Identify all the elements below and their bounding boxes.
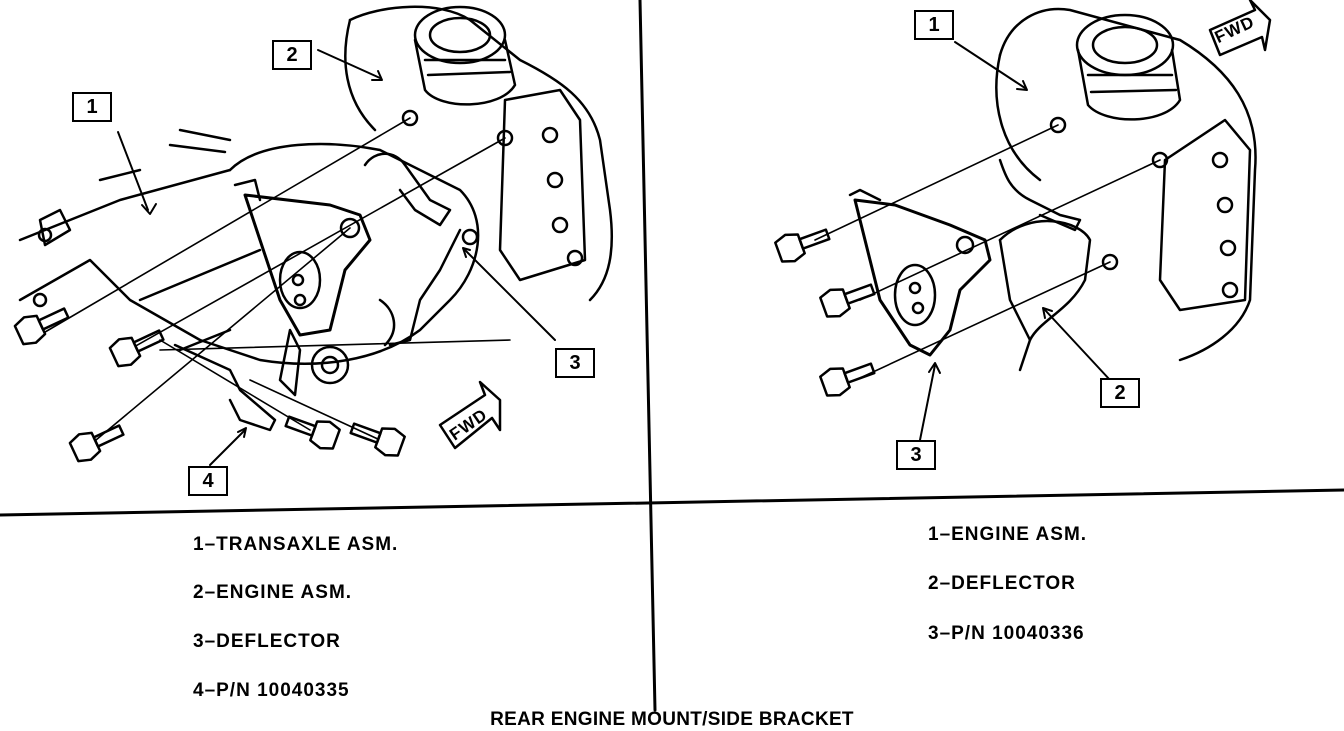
- right-callout-3: 3: [896, 440, 936, 470]
- left-engine-drawing: [18, 5, 614, 446]
- left-legend-item-2: 2–ENGINE ASM.: [193, 582, 353, 603]
- figure-caption: REAR ENGINE MOUNT/SIDE BRACKET: [490, 709, 854, 730]
- right-engine-drawing: [814, 7, 1257, 379]
- left-fwd-arrow: [438, 380, 502, 450]
- right-callout-2: 2: [1100, 378, 1140, 408]
- right-bolts: [774, 228, 876, 397]
- right-legend-item-3: 3–P/N 10040336: [928, 623, 1085, 644]
- left-callout-3: 3: [555, 348, 595, 378]
- horizontal-divider: [0, 488, 1344, 517]
- right-callout-1: 1: [914, 10, 954, 40]
- left-bolts: [13, 307, 406, 463]
- left-callout-4: 4: [188, 466, 228, 496]
- right-fwd-arrow: [1208, 0, 1272, 57]
- right-leaders: [919, 41, 1111, 441]
- left-leaders: [117, 49, 556, 466]
- left-callout-1: 1: [72, 92, 112, 122]
- left-legend-item-3: 3–DEFLECTOR: [193, 631, 341, 652]
- right-legend-item-1: 1–ENGINE ASM.: [928, 524, 1088, 545]
- right-legend-item-2: 2–DEFLECTOR: [928, 573, 1076, 594]
- vertical-divider: [638, 0, 657, 712]
- left-callout-2: 2: [272, 40, 312, 70]
- left-legend-item-1: 1–TRANSAXLE ASM.: [193, 534, 399, 555]
- left-legend-item-4: 4–P/N 10040335: [193, 680, 350, 701]
